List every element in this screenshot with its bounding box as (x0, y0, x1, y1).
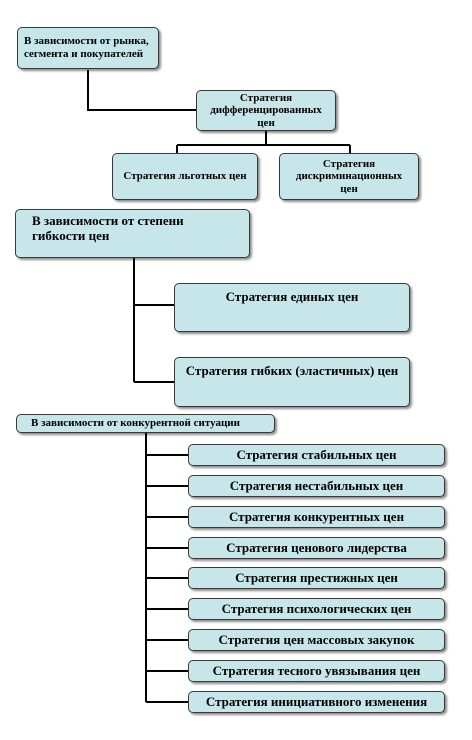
diff-strategy-text: Стратегия дифференцированных цен (210, 91, 322, 129)
competition-header-box: В зависимости от конкурентной ситуации (16, 414, 275, 433)
flexible-prices-text: Стратегия гибких (эластичных) цен (185, 363, 399, 378)
competition-item: Стратегия ценового лидерства (188, 537, 445, 559)
discrimination-text: Стратегия дискриминационных цен (295, 157, 403, 195)
competition-item: Стратегия престижных цен (188, 567, 445, 589)
market-header-box: В зависимости от рынка, сегмента и покуп… (17, 27, 159, 69)
market-header-text: В зависимости от рынка, сегмента и покуп… (24, 35, 149, 60)
competition-item: Стратегия нестабильных цен (188, 475, 445, 497)
competition-item-label: Стратегия нестабильных цен (229, 477, 404, 493)
competition-item: Стратегия стабильных цен (188, 444, 445, 466)
competition-item-label: Стратегия инициативного изменения (205, 693, 428, 709)
competition-item: Стратегия инициативного изменения (188, 691, 445, 713)
competition-item: Стратегия цен массовых закупок (188, 629, 445, 651)
connector-market-to-diff (87, 70, 196, 111)
flexible-prices-box: Стратегия гибких (эластичных) цен (174, 357, 410, 407)
competition-item: Стратегия конкурентных цен (188, 506, 445, 528)
uniform-prices-text: Стратегия единых цен (225, 289, 359, 304)
competition-item-label: Стратегия ценового лидерства (226, 539, 407, 555)
competition-item: Стратегия психологических цен (188, 598, 445, 620)
flex-header-box: В зависимости от степени гибкости цен (15, 209, 250, 258)
competition-item-label: Стратегия тесного увязывания цен (212, 662, 421, 678)
competition-item: Стратегия тесного увязывания цен (188, 660, 445, 682)
competition-item-label: Стратегия цен массовых закупок (218, 631, 415, 647)
preferential-text: Стратегия льготных цен (123, 170, 247, 183)
competition-header-text: В зависимости от конкурентной ситуации (31, 417, 240, 430)
flex-header-text: В зависимости от степени гибкости цен (32, 213, 184, 243)
preferential-box: Стратегия льготных цен (112, 153, 258, 200)
diff-strategy-box: Стратегия дифференцированных цен (196, 90, 336, 131)
competition-item-label: Стратегия психологических цен (221, 600, 412, 616)
competition-item-label: Стратегия стабильных цен (236, 446, 397, 462)
uniform-prices-box: Стратегия единых цен (174, 283, 410, 332)
discrimination-box: Стратегия дискриминационных цен (279, 153, 419, 200)
competition-item-label: Стратегия престижных цен (235, 569, 398, 585)
competition-item-label: Стратегия конкурентных цен (228, 508, 405, 524)
